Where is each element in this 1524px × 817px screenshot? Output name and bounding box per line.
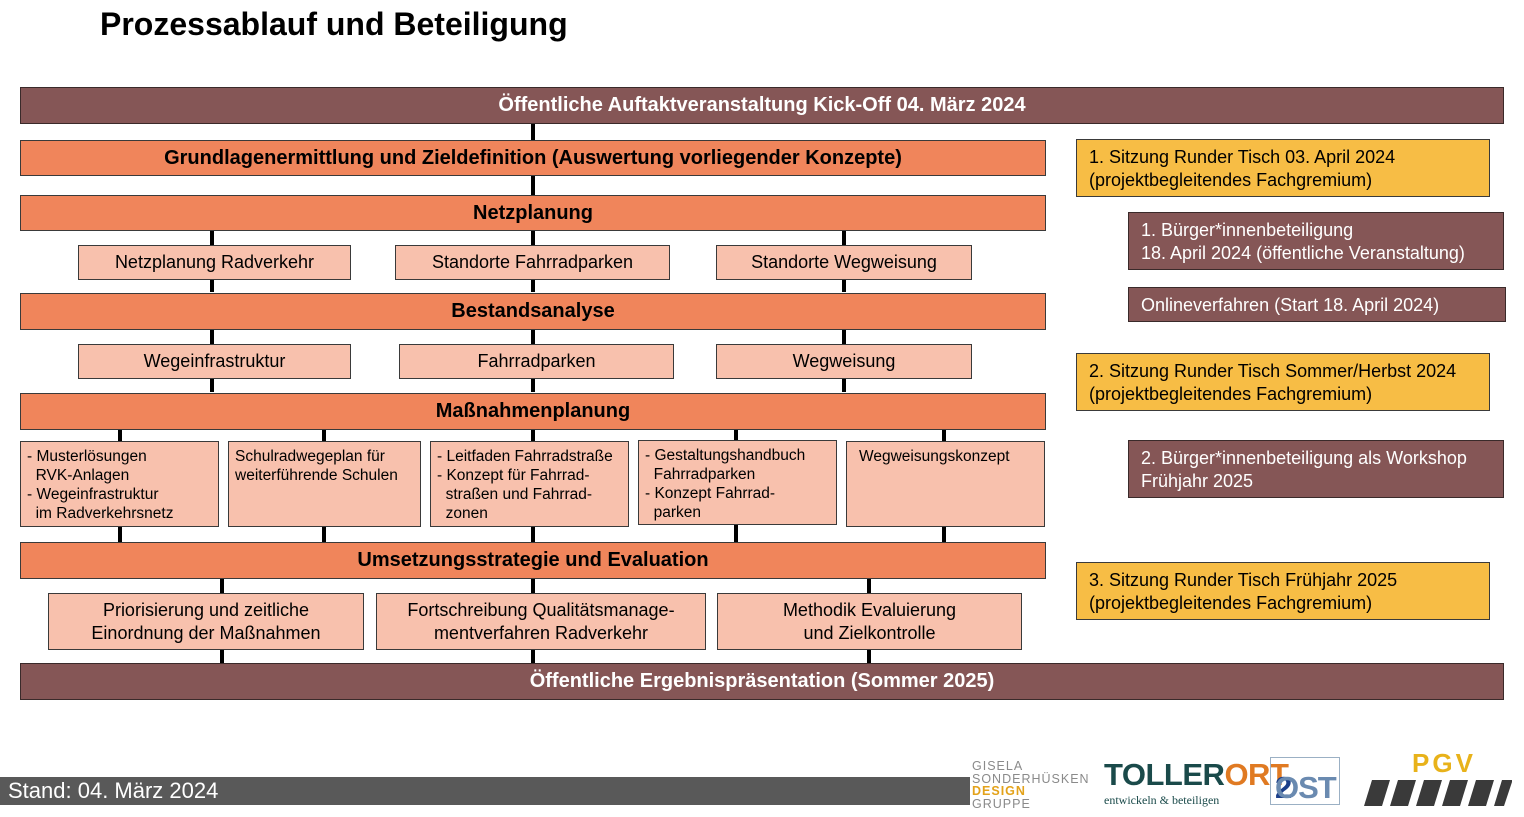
massnahme-fahrradstrasse: - Leitfaden Fahrradstraße - Konzept für … [430,441,629,527]
buergerbeteiligung-1: 1. Bürger*innenbeteiligung 18. April 202… [1128,212,1504,270]
umsetzung-item-evaluierung: Methodik Evaluierung und Zielkontrolle [717,593,1022,650]
buergerbeteiligung-2: 2. Bürger*innenbeteiligung als Workshop … [1128,440,1504,498]
pgv-logo: PGV [1364,748,1512,806]
connector-line [531,175,535,195]
bestand-item-wegweisung: Wegweisung [716,344,972,379]
kickoff-bar: Öffentliche Auftaktveranstaltung Kick-Of… [20,87,1504,124]
tollerort-logo: TOLLERORT entwickeln & beteiligen [1104,757,1289,807]
runder-tisch-3: 3. Sitzung Runder Tisch Frühjahr 2025 (p… [1076,562,1490,620]
netz-item-wegweisung: Standorte Wegweisung [716,245,972,280]
page-title: Prozessablauf und Beteiligung [100,6,568,42]
bestand-item-fahrradparken: Fahrradparken [399,344,674,379]
massnahme-gestaltungshandbuch: - Gestaltungshandbuch Fahrradparken - Ko… [638,440,837,525]
phase-umsetzung: Umsetzungsstrategie und Evaluation [20,542,1046,579]
umsetzung-item-priorisierung: Priorisierung und zeitliche Einordnung d… [48,593,364,650]
phase-netzplanung: Netzplanung [20,195,1046,231]
onlineverfahren: Onlineverfahren (Start 18. April 2024) [1128,287,1506,322]
gisela-sonderhuesken-logo: GISELA SONDERHÜSKEN DESIGN GRUPPE [972,759,1090,811]
phase-grundlagen: Grundlagenermittlung und Zieldefinition … [20,140,1046,176]
netz-item-radverkehr: Netzplanung Radverkehr [78,245,351,280]
runder-tisch-2: 2. Sitzung Runder Tisch Sommer/Herbst 20… [1076,353,1490,411]
ergebnis-bar: Öffentliche Ergebnispräsentation (Sommer… [20,663,1504,700]
massnahme-musterloesungen: - Musterlösungen RVK-Anlagen - Wegeinfra… [20,441,219,527]
runder-tisch-1: 1. Sitzung Runder Tisch 03. April 2024 (… [1076,139,1490,197]
bestand-item-wegeinfrastruktur: Wegeinfrastruktur [78,344,351,379]
pgv-stripes-icon [1364,780,1512,806]
footer-stand: Stand: 04. März 2024 [0,777,970,805]
phase-bestandsanalyse: Bestandsanalyse [20,293,1046,330]
connector-line [531,122,535,140]
phase-massnahmenplanung: Maßnahmenplanung [20,393,1046,430]
massnahme-schulradwegeplan: Schulradwegeplan für weiterführende Schu… [228,441,421,527]
pgv-logo-text: PGV [1412,748,1476,778]
massnahme-wegweisungskonzept: Wegweisungskonzept [846,441,1045,527]
netz-item-fahrradparken: Standorte Fahrradparken [395,245,670,280]
umsetzung-item-qualitaetsmanagement: Fortschreibung Qualitätsmanage- mentverf… [376,593,706,650]
